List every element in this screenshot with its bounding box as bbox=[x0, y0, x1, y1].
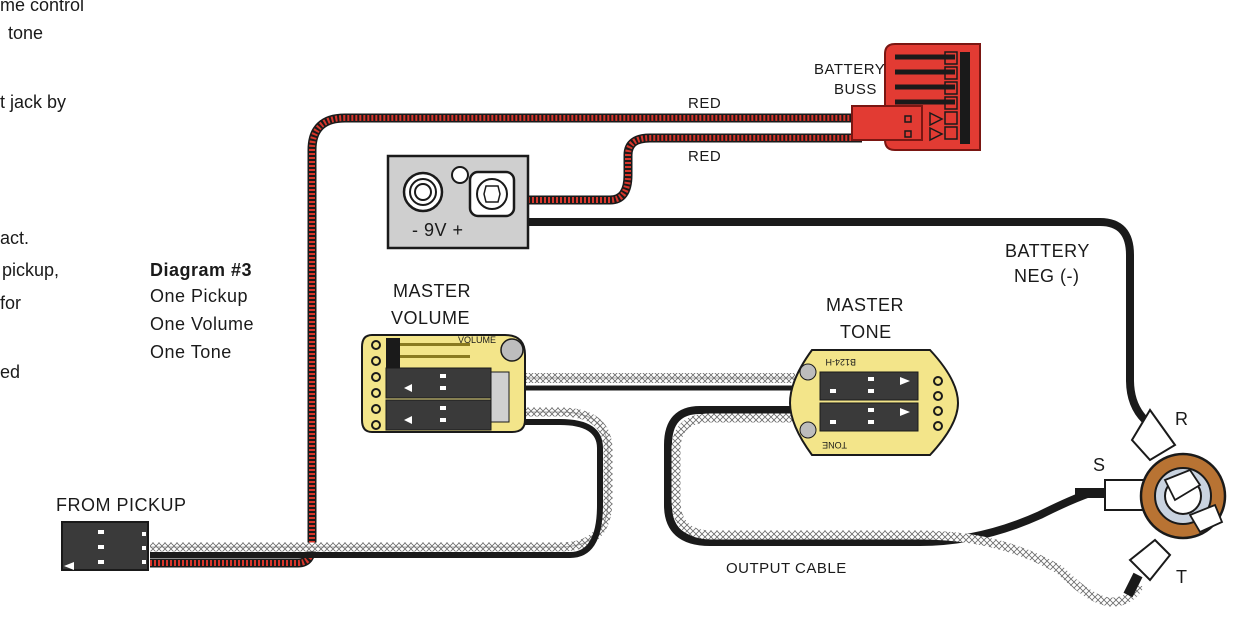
caption-line: One Pickup bbox=[150, 286, 249, 306]
left-text-line: act. bbox=[0, 228, 30, 248]
red-wire-label-top: RED bbox=[688, 95, 722, 112]
battery-buss-label-line2: BUSS bbox=[834, 81, 877, 98]
output-shield-cable bbox=[671, 413, 1144, 607]
battery-neg-label-line1: BATTERY bbox=[1005, 241, 1090, 261]
left-text-line: t jack by bbox=[0, 92, 67, 112]
left-text-line: ed bbox=[0, 362, 21, 382]
battery-buss-label-line1: BATTERY bbox=[814, 61, 886, 78]
battery-neg-wire bbox=[528, 218, 1148, 423]
master-tone-label-line2: TONE bbox=[840, 322, 892, 342]
caption-line: One Volume bbox=[150, 314, 255, 334]
battery-neg-label-line2: NEG (-) bbox=[1014, 266, 1080, 286]
battery-snap-negative bbox=[402, 171, 444, 213]
from-pickup-label: FROM PICKUP bbox=[56, 495, 187, 515]
battery-snap-positive bbox=[468, 170, 516, 218]
pickup-connector bbox=[61, 521, 149, 571]
battery-clip-9v bbox=[386, 154, 530, 250]
master-volume-label-line2: VOLUME bbox=[391, 308, 471, 328]
left-text-line: me control bbox=[0, 0, 85, 15]
battery-buss-connector bbox=[851, 43, 981, 151]
output-jack bbox=[1075, 408, 1227, 598]
master-volume-pcb bbox=[361, 334, 526, 433]
volume-pcb-label: VOLUME bbox=[458, 335, 496, 345]
tone-pcb-top-label: B124-H bbox=[825, 357, 856, 367]
output-cable bbox=[664, 406, 1092, 546]
red-wire-label-bottom: RED bbox=[688, 148, 722, 165]
jack-ring-label: R bbox=[1175, 409, 1189, 429]
tone-pcb-bottom-label: TONE bbox=[822, 440, 847, 450]
left-text-line: tone bbox=[8, 23, 44, 43]
master-tone-pcb bbox=[788, 349, 960, 456]
battery-clip-label: - 9V + bbox=[412, 220, 464, 240]
left-text-line: pickup, bbox=[2, 260, 60, 280]
jack-tip-label: T bbox=[1176, 567, 1188, 587]
master-volume-label-line1: MASTER bbox=[393, 281, 472, 301]
jack-sleeve-label: S bbox=[1093, 455, 1106, 475]
left-text-line: for bbox=[0, 293, 22, 313]
master-tone-label-line1: MASTER bbox=[826, 295, 905, 315]
caption-line: One Tone bbox=[150, 342, 232, 362]
output-cable-label: OUTPUT CABLE bbox=[726, 560, 847, 577]
diagram-title: Diagram #3 bbox=[150, 260, 253, 280]
